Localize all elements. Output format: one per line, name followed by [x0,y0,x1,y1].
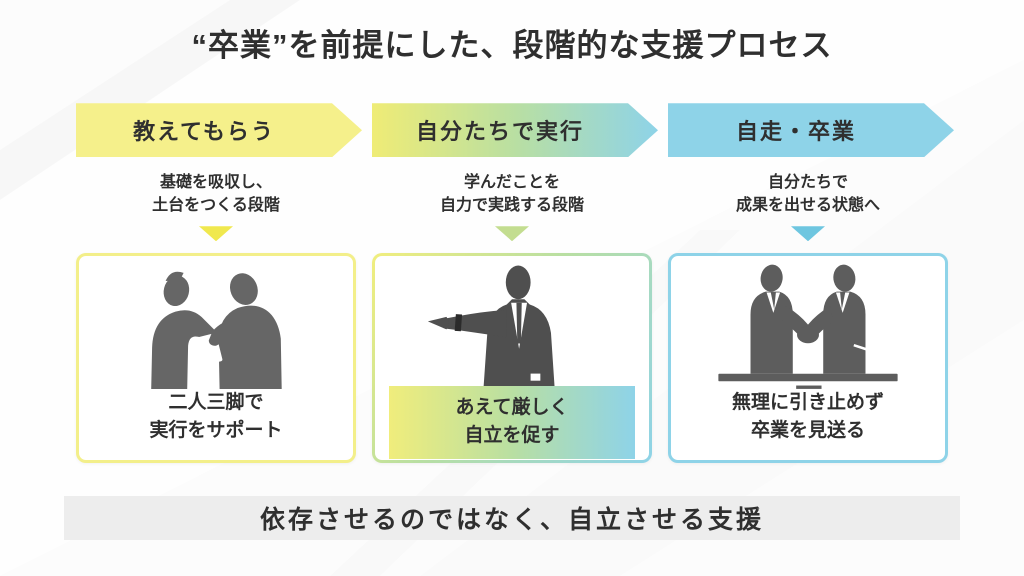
footer-banner: 依存させるのではなく、自立させる支援 [64,496,960,541]
stage-column-1: 教えてもらう 基礎を吸収し、 土台をつくる段階 [76,103,356,464]
stage-card: あえて厳しく 自立を促す [372,253,652,463]
down-arrow-icon [791,226,825,242]
stage-description: 自分たちで 成果を出せる状態へ [735,174,880,215]
down-arrow-icon [199,226,233,242]
card-caption: あえて厳しく 自立を促す [455,397,569,446]
card-illustration [671,256,945,390]
stage-arrow-banner: 自分たちで実行 [372,103,658,157]
down-arrow-icon [495,226,529,242]
card-illustration [375,256,649,387]
stage-arrow-label: 教えてもらう [133,119,275,145]
stage-card: 無理に引き止めず 卒業を見送る [668,253,948,464]
stage-description: 学んだことを 自力で実践する段階 [439,174,584,215]
caption-highlight-box: あえて厳しく 自立を促す [389,386,635,460]
two-people-reviewing-document-icon [151,271,282,389]
stage-column-2: 自分たちで実行 学んだことを 自力で実践する段階 [372,103,652,463]
card-caption: 無理に引き止めず 卒業を見送る [731,392,884,441]
card-caption: 二人三脚で 実行をサポート [149,392,283,441]
stage-arrow-label: 自走・卒業 [735,119,856,145]
stage-description: 基礎を吸収し、 土台をつくる段階 [152,174,280,215]
businessman-pointing-icon [427,265,555,387]
stage-column-3: 自走・卒業 自分たちで 成果を出せる状態へ [668,103,948,464]
stage-arrow-label: 自分たちで実行 [415,119,584,145]
footer-text: 依存させるのではなく、自立させる支援 [259,506,764,535]
page-title: “卒業”を前提にした、段階的な支援プロセス [191,28,833,63]
businessmen-handshake-icon [718,264,898,390]
card-illustration [79,256,353,389]
stage-card: 二人三脚で 実行をサポート [76,253,356,464]
stage-arrow-banner: 教えてもらう [76,103,362,157]
stage-arrow-banner: 自走・卒業 [668,103,954,157]
stages-row: 教えてもらう 基礎を吸収し、 土台をつくる段階 [76,103,948,464]
